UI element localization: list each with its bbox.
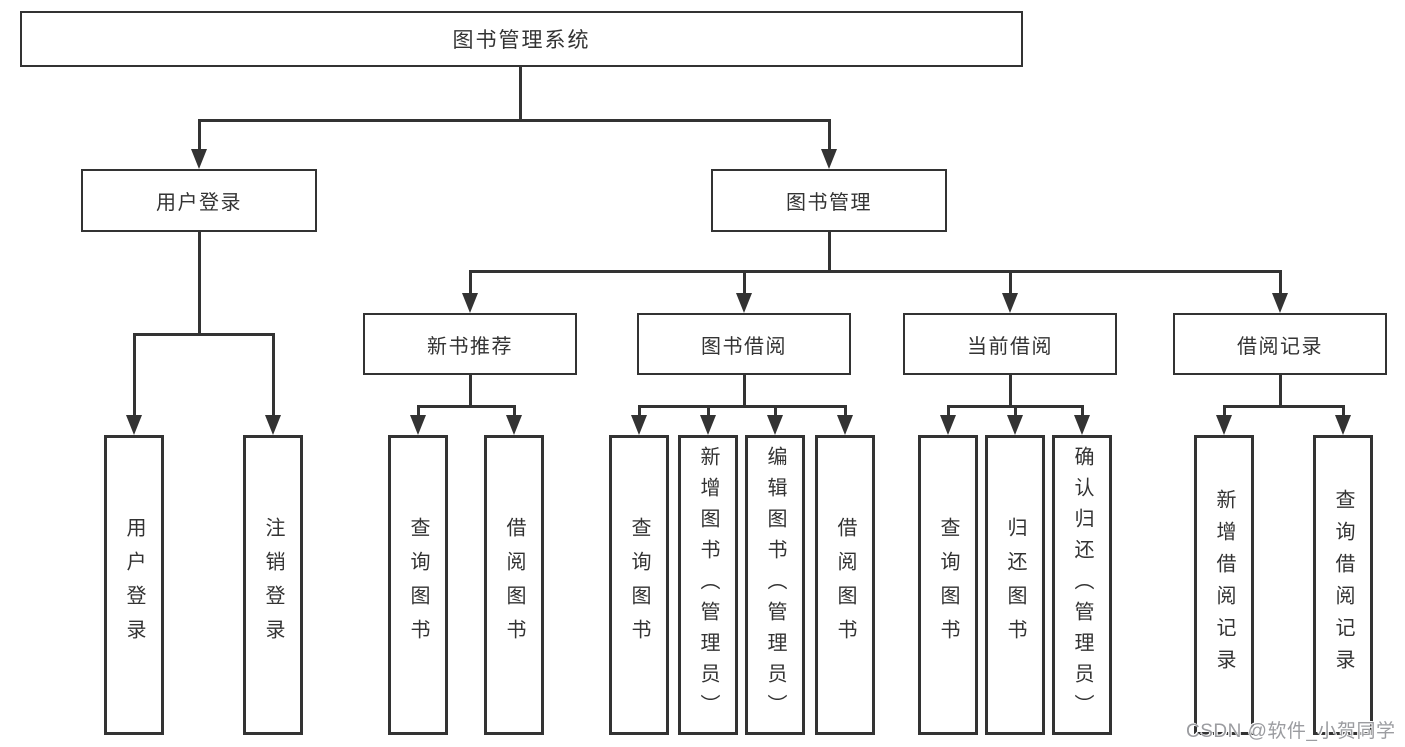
connector-vline [519, 67, 522, 120]
arrowhead-down-icon [191, 149, 207, 169]
connector-vline [828, 119, 831, 150]
node-label: 用户登录 [156, 192, 242, 214]
arrowhead-down-icon [1002, 293, 1018, 313]
csdn-watermark: CSDN @软件_小贺同学 [1186, 721, 1396, 742]
leaf-label: 注销登录 [262, 517, 284, 653]
leaf-label: 查询图书 [407, 517, 429, 653]
leaf-add-book-admin: 新增图书（管理员） [678, 435, 738, 735]
connector-vline [743, 270, 746, 294]
arrowhead-down-icon [821, 149, 837, 169]
connector-vline [1014, 405, 1017, 416]
leaf-label: 借阅图书 [834, 517, 856, 653]
connector-vline [198, 232, 201, 336]
leaf-label: 新增借阅记录 [1213, 489, 1235, 681]
arrowhead-down-icon [506, 415, 522, 435]
leaf-query-books-recommendation: 查询图书 [388, 435, 448, 735]
connector-vline [1009, 270, 1012, 294]
connector-vline [844, 405, 847, 416]
arrowhead-down-icon [126, 415, 142, 435]
node-new-book-recommendation: 新书推荐 [363, 313, 577, 375]
connector-hline [417, 405, 516, 408]
connector-vline [638, 405, 641, 416]
connector-hline [638, 405, 846, 408]
connector-vline [1279, 270, 1282, 294]
node-label: 当前借阅 [967, 335, 1053, 358]
leaf-label: 归还图书 [1004, 517, 1026, 653]
node-label: 新书推荐 [427, 335, 513, 358]
arrowhead-down-icon [1007, 415, 1023, 435]
node-current-borrowing: 当前借阅 [903, 313, 1117, 375]
node-book-management: 图书管理 [711, 169, 947, 232]
arrowhead-down-icon [410, 415, 426, 435]
connector-vline [1009, 375, 1012, 407]
connector-hline [198, 119, 831, 122]
arrowhead-down-icon [837, 415, 853, 435]
connector-vline [1342, 405, 1345, 416]
leaf-query-books-current: 查询图书 [918, 435, 978, 735]
arrowhead-down-icon [1272, 293, 1288, 313]
arrowhead-down-icon [1335, 415, 1351, 435]
connector-vline [198, 119, 201, 150]
connector-vline [1081, 405, 1084, 416]
arrowhead-down-icon [767, 415, 783, 435]
leaf-query-books-borrowing: 查询图书 [609, 435, 669, 735]
leaf-label: 确认归还（管理员） [1071, 445, 1093, 725]
arrowhead-down-icon [736, 293, 752, 313]
leaf-borrow-books-recommendation: 借阅图书 [484, 435, 544, 735]
leaf-logout: 注销登录 [243, 435, 303, 735]
leaf-query-borrow-record: 查询借阅记录 [1313, 435, 1373, 735]
connector-vline [133, 333, 136, 417]
connector-vline [743, 375, 746, 407]
leaf-edit-book-admin: 编辑图书（管理员） [745, 435, 805, 735]
connector-vline [1279, 375, 1282, 407]
connector-vline [828, 232, 831, 272]
arrowhead-down-icon [462, 293, 478, 313]
arrowhead-down-icon [1216, 415, 1232, 435]
connector-vline [707, 405, 710, 416]
connector-vline [513, 405, 516, 416]
arrowhead-down-icon [940, 415, 956, 435]
connector-hline [133, 333, 275, 336]
arrowhead-down-icon [265, 415, 281, 435]
connector-vline [469, 270, 472, 294]
connector-vline [417, 405, 420, 416]
arrowhead-down-icon [1074, 415, 1090, 435]
connector-vline [774, 405, 777, 416]
node-user-login: 用户登录 [81, 169, 317, 232]
node-borrowing-records: 借阅记录 [1173, 313, 1387, 375]
leaf-label: 查询借阅记录 [1332, 489, 1354, 681]
connector-hline [1223, 405, 1345, 408]
leaf-confirm-return-admin: 确认归还（管理员） [1052, 435, 1112, 735]
node-label: 借阅记录 [1237, 335, 1323, 358]
node-label: 图书管理系统 [452, 29, 591, 52]
leaf-return-book: 归还图书 [985, 435, 1045, 735]
node-book-borrowing: 图书借阅 [637, 313, 851, 375]
node-root-library-management-system: 图书管理系统 [20, 11, 1023, 67]
node-label: 图书管理 [786, 192, 872, 214]
leaf-label: 查询图书 [628, 517, 650, 653]
node-label: 图书借阅 [701, 335, 787, 358]
leaf-label: 查询图书 [937, 517, 959, 653]
arrowhead-down-icon [631, 415, 647, 435]
connector-vline [947, 405, 950, 416]
connector-vline [1223, 405, 1226, 416]
arrowhead-down-icon [700, 415, 716, 435]
leaf-user-login: 用户登录 [104, 435, 164, 735]
connector-hline [469, 270, 1282, 273]
leaf-label: 新增图书（管理员） [697, 445, 719, 725]
connector-vline [469, 375, 472, 407]
leaf-label: 编辑图书（管理员） [764, 445, 786, 725]
leaf-add-borrow-record: 新增借阅记录 [1194, 435, 1254, 735]
connector-vline [272, 333, 275, 417]
leaf-label: 用户登录 [123, 517, 145, 653]
leaf-borrow-books-borrowing: 借阅图书 [815, 435, 875, 735]
leaf-label: 借阅图书 [503, 517, 525, 653]
